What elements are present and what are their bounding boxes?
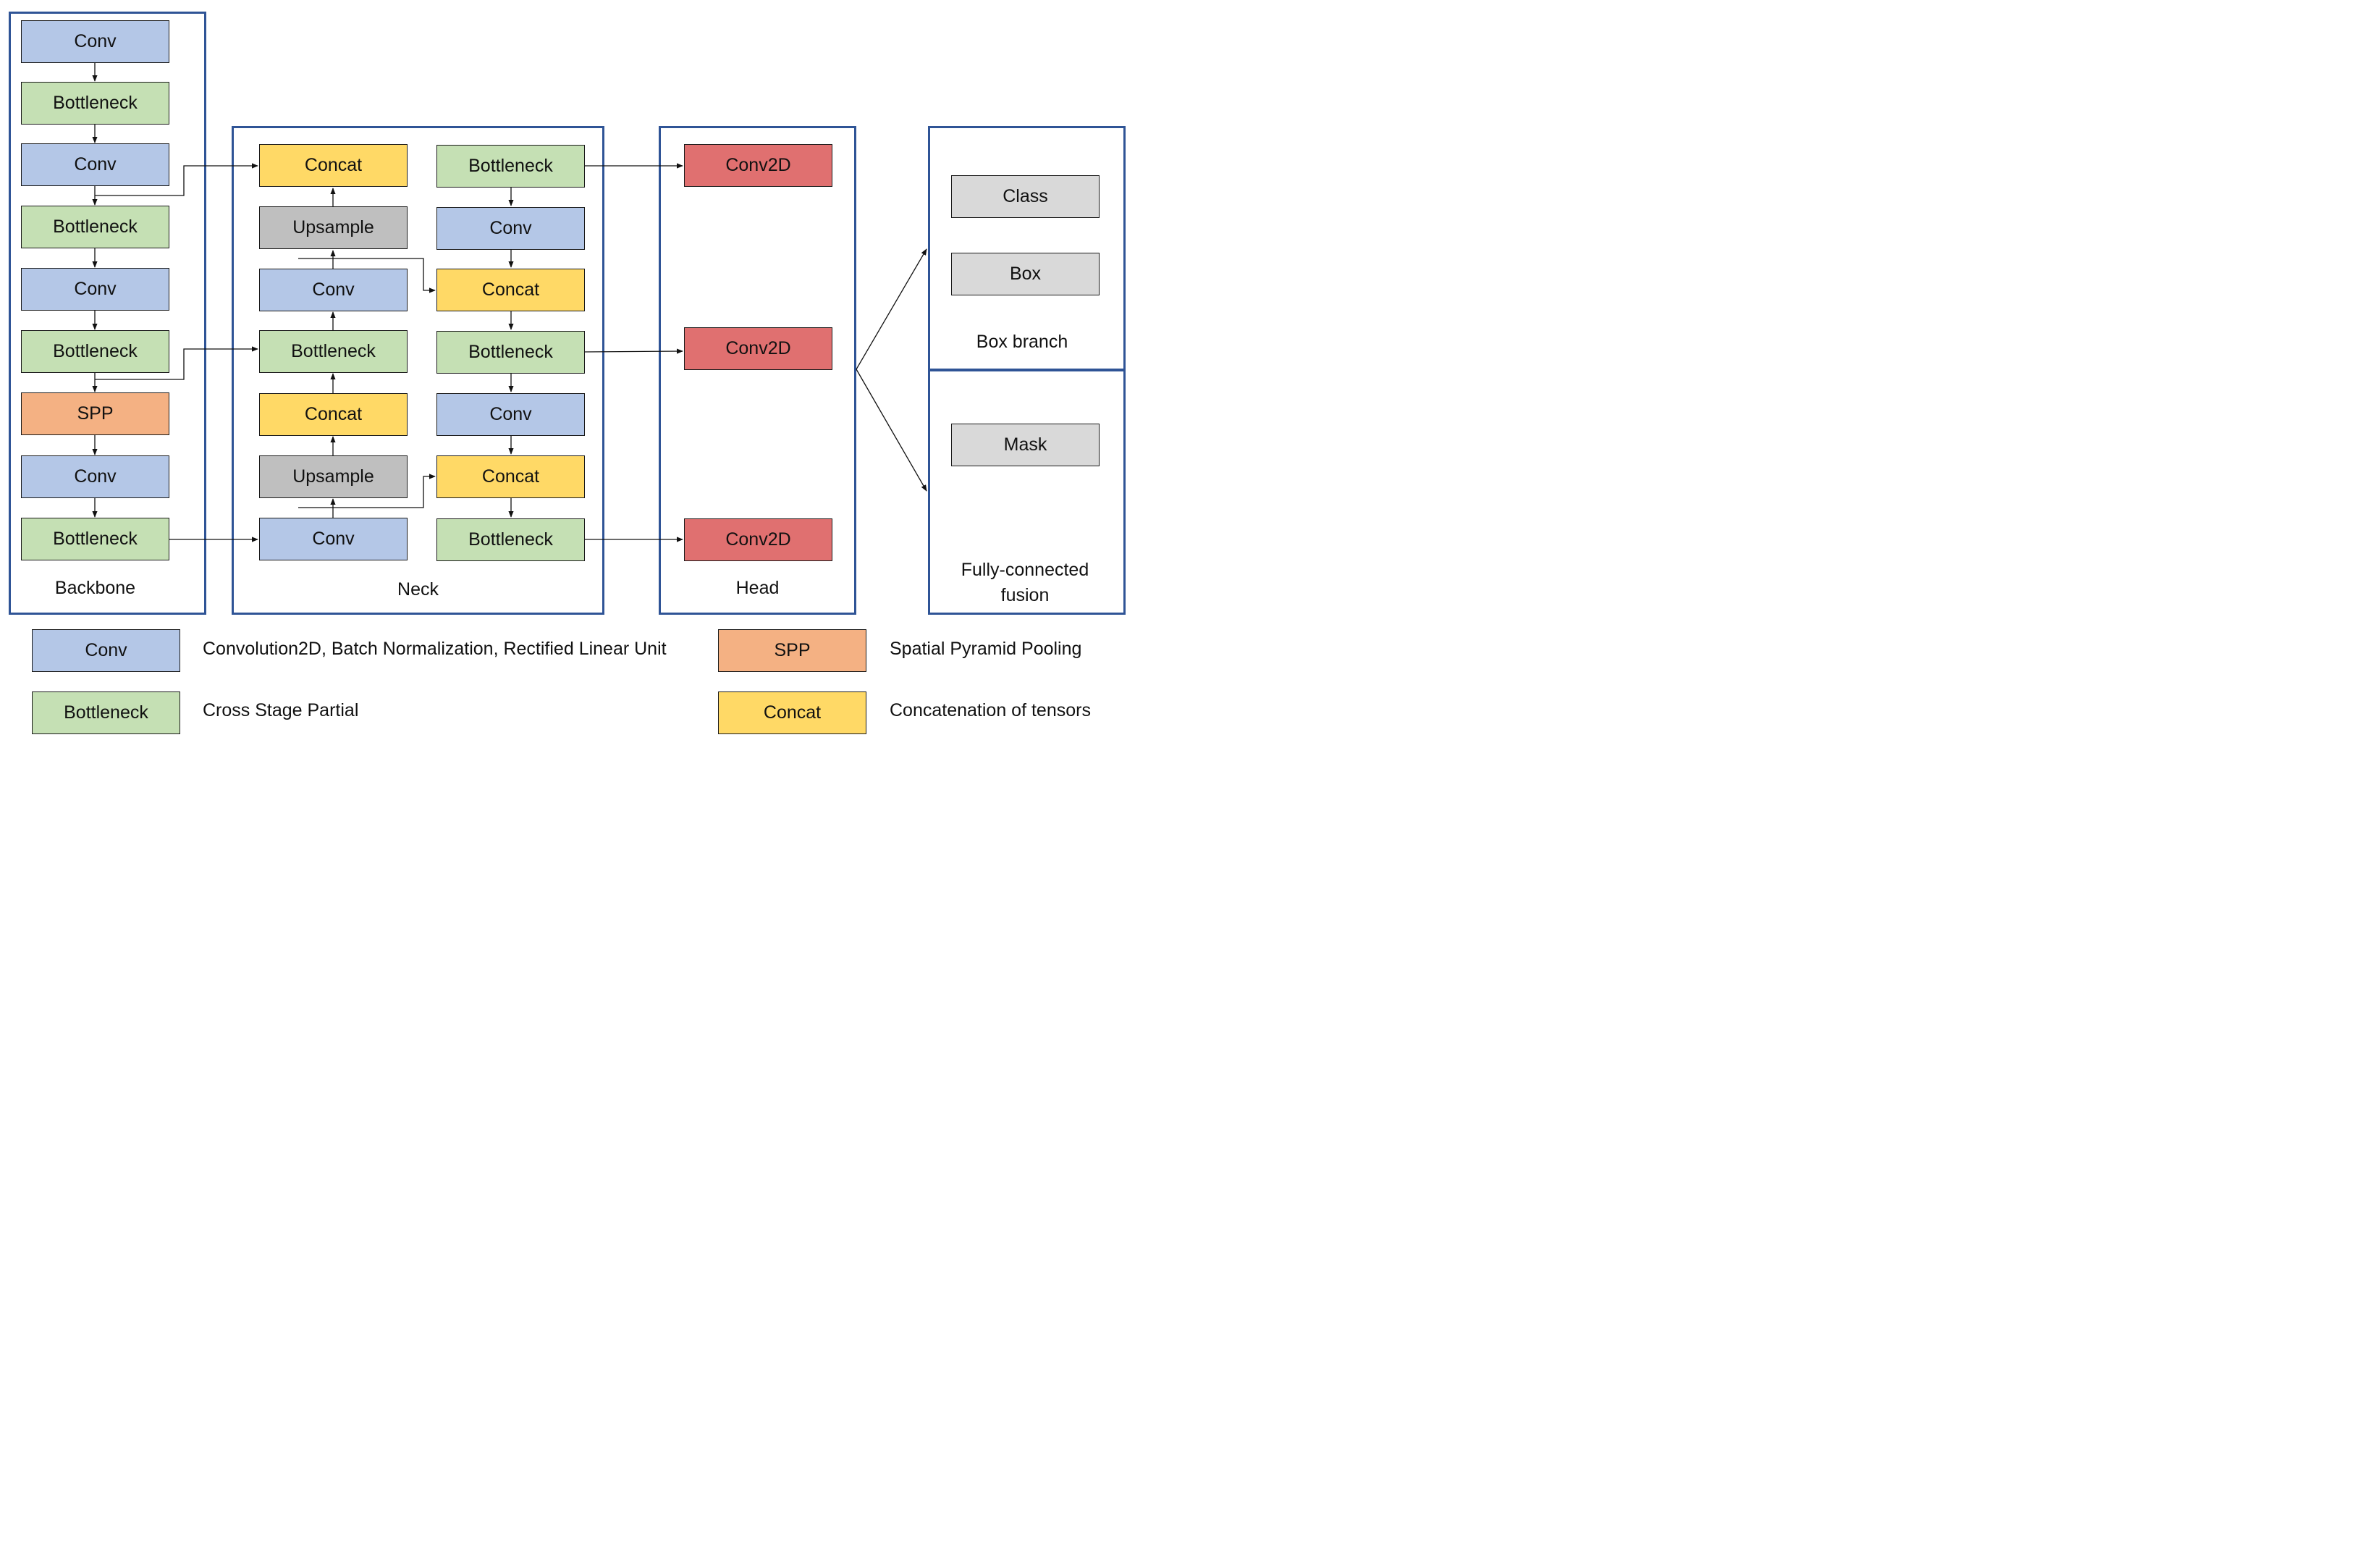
backbone-conv-2: Conv — [21, 143, 169, 186]
legend-conv-swatch: Conv — [32, 629, 180, 672]
fusion-label-line2: fusion — [1000, 585, 1050, 605]
backbone-bottleneck-2: Bottleneck — [21, 206, 169, 248]
head-label: Head — [735, 578, 780, 598]
neck-concat-mid: Concat — [259, 393, 408, 436]
fusion-frame — [928, 369, 1126, 615]
neck-bottleneck-right-3: Bottleneck — [436, 518, 585, 561]
neck-conv-right-1: Conv — [436, 207, 585, 250]
neck-upsample-bottom: Upsample — [259, 455, 408, 498]
legend-conv-description: Convolution2D, Batch Normalization, Rect… — [203, 639, 667, 659]
legend-spp-swatch: SPP — [718, 629, 866, 672]
connectors — [92, 62, 927, 542]
box-branch-label: Box branch — [976, 332, 1068, 352]
backbone-frame — [9, 12, 206, 615]
box-block: Box — [951, 253, 1100, 295]
neck-bottleneck-left: Bottleneck — [259, 330, 408, 373]
backbone-conv-4: Conv — [21, 455, 169, 498]
head-conv2d-1: Conv2D — [684, 144, 832, 187]
neck-concat-right-1: Concat — [436, 269, 585, 311]
backbone-bottleneck-1: Bottleneck — [21, 82, 169, 125]
legend-concat-swatch: Concat — [718, 691, 866, 734]
class-block: Class — [951, 175, 1100, 218]
neck-conv-mid: Conv — [259, 269, 408, 311]
neck-upsample-top: Upsample — [259, 206, 408, 249]
legend-spp-description: Spatial Pyramid Pooling — [890, 639, 1082, 659]
architecture-diagram: Conv Bottleneck Conv Bottleneck Conv Bot… — [0, 0, 1135, 746]
legend-bottleneck-description: Cross Stage Partial — [203, 700, 359, 720]
mask-block: Mask — [951, 424, 1100, 466]
neck-concat-top: Concat — [259, 144, 408, 187]
neck-conv-right-2: Conv — [436, 393, 585, 436]
backbone-conv-3: Conv — [21, 268, 169, 311]
neck-conv-bottom: Conv — [259, 518, 408, 560]
fusion-label-line1: Fully-connected — [961, 560, 1089, 580]
backbone-bottleneck-3: Bottleneck — [21, 330, 169, 373]
neck-frame — [232, 126, 604, 615]
backbone-spp: SPP — [21, 392, 169, 435]
neck-concat-right-2: Concat — [436, 455, 585, 498]
neck-bottleneck-right-1: Bottleneck — [436, 145, 585, 188]
head-conv2d-2: Conv2D — [684, 327, 832, 370]
head-conv2d-3: Conv2D — [684, 518, 832, 561]
neck-label: Neck — [397, 579, 439, 600]
backbone-conv-1: Conv — [21, 20, 169, 63]
backbone-label: Backbone — [54, 578, 136, 598]
legend-bottleneck-swatch: Bottleneck — [32, 691, 180, 734]
backbone-bottleneck-4: Bottleneck — [21, 518, 169, 560]
legend-concat-description: Concatenation of tensors — [890, 700, 1091, 720]
neck-bottleneck-right-2: Bottleneck — [436, 331, 585, 374]
head-frame — [659, 126, 856, 615]
